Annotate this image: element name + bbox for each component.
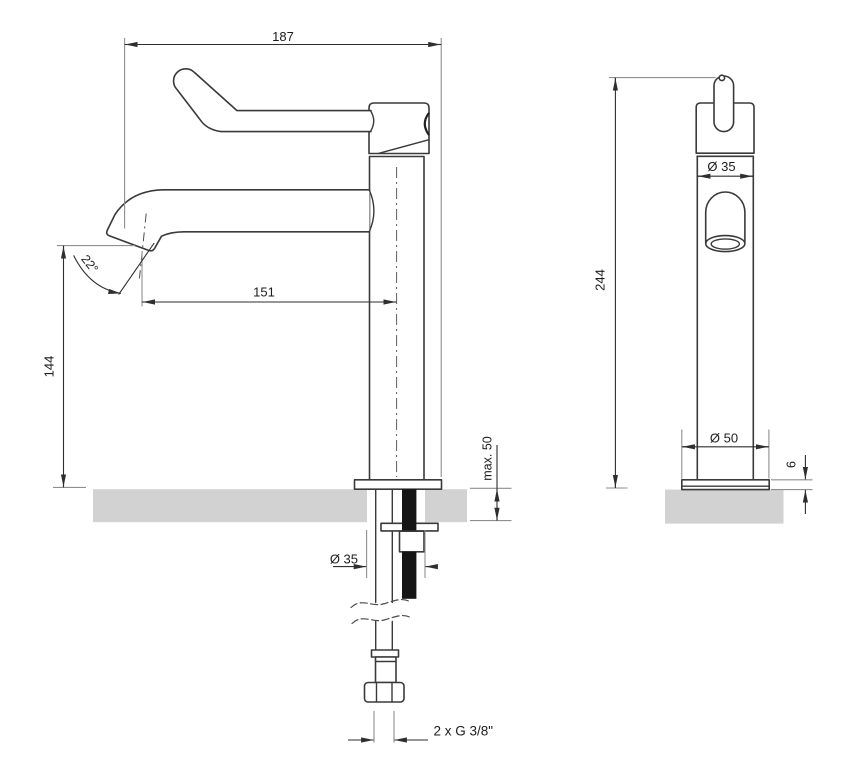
dim-label-244: 244 bbox=[593, 269, 608, 291]
side-view: 187 151 144 22° bbox=[42, 29, 512, 743]
dim-label-151: 151 bbox=[253, 285, 275, 300]
head-tilt-line bbox=[378, 139, 430, 154]
dim-deck-thickness: max. 50 bbox=[470, 436, 512, 522]
dim-base-diameter: Ø 50 bbox=[681, 429, 770, 479]
spout-root-arc bbox=[368, 189, 375, 233]
dim-supply-connection: 2 x G 3/8" bbox=[348, 711, 493, 743]
dim-spout-height: 144 bbox=[42, 245, 135, 488]
hose-collar bbox=[370, 649, 400, 658]
hose-hex-nut bbox=[363, 681, 405, 703]
threaded-stud-lower bbox=[402, 551, 417, 599]
threaded-stud-upper bbox=[402, 489, 417, 532]
hex-nut-facets bbox=[375, 681, 393, 703]
cartridge-head bbox=[368, 102, 430, 155]
break-line-lower bbox=[351, 614, 413, 625]
supply-hose-lines bbox=[375, 488, 393, 651]
countertop-side-left bbox=[93, 489, 367, 523]
cartridge-cap-arc bbox=[423, 112, 430, 136]
dim-label-hole-35: Ø 35 bbox=[330, 552, 358, 567]
dim-label-connection: 2 x G 3/8" bbox=[434, 724, 494, 739]
dim-base-height: 6 bbox=[771, 455, 813, 514]
spout bbox=[105, 189, 371, 252]
countertop-front bbox=[665, 489, 784, 524]
front-view: 244 Ø 35 Ø 50 6 bbox=[593, 74, 813, 524]
dim-label-dia50: Ø 50 bbox=[710, 430, 738, 445]
mounting-nut-fitting bbox=[398, 530, 425, 553]
dim-body-diameter: Ø 35 bbox=[697, 159, 754, 179]
base-flange-front bbox=[680, 478, 770, 491]
dim-overall-length: 187 bbox=[124, 29, 442, 477]
dim-label-dia35: Ø 35 bbox=[707, 159, 735, 174]
dim-overall-height: 244 bbox=[593, 77, 716, 489]
spout-outlet-axis bbox=[138, 213, 147, 279]
break-line-upper bbox=[350, 598, 412, 609]
spout-outlet-inner bbox=[710, 238, 741, 250]
lever-stub-front bbox=[713, 75, 735, 133]
spout-front-outline bbox=[704, 191, 746, 243]
dim-mounting-hole: Ø 35 bbox=[330, 530, 438, 578]
dim-label-max50: max. 50 bbox=[481, 436, 495, 481]
dim-label-187: 187 bbox=[272, 29, 294, 44]
lever-end-cap bbox=[369, 110, 375, 133]
lever-top-detail bbox=[718, 74, 726, 82]
countertop-side-right bbox=[425, 489, 467, 523]
dim-spout-reach: 151 bbox=[141, 252, 397, 307]
dim-label-22deg: 22° bbox=[78, 252, 101, 276]
dim-label-144: 144 bbox=[42, 356, 57, 378]
lever-handle bbox=[172, 68, 372, 133]
base-flange-side bbox=[353, 478, 443, 490]
dim-label-6: 6 bbox=[785, 461, 799, 468]
